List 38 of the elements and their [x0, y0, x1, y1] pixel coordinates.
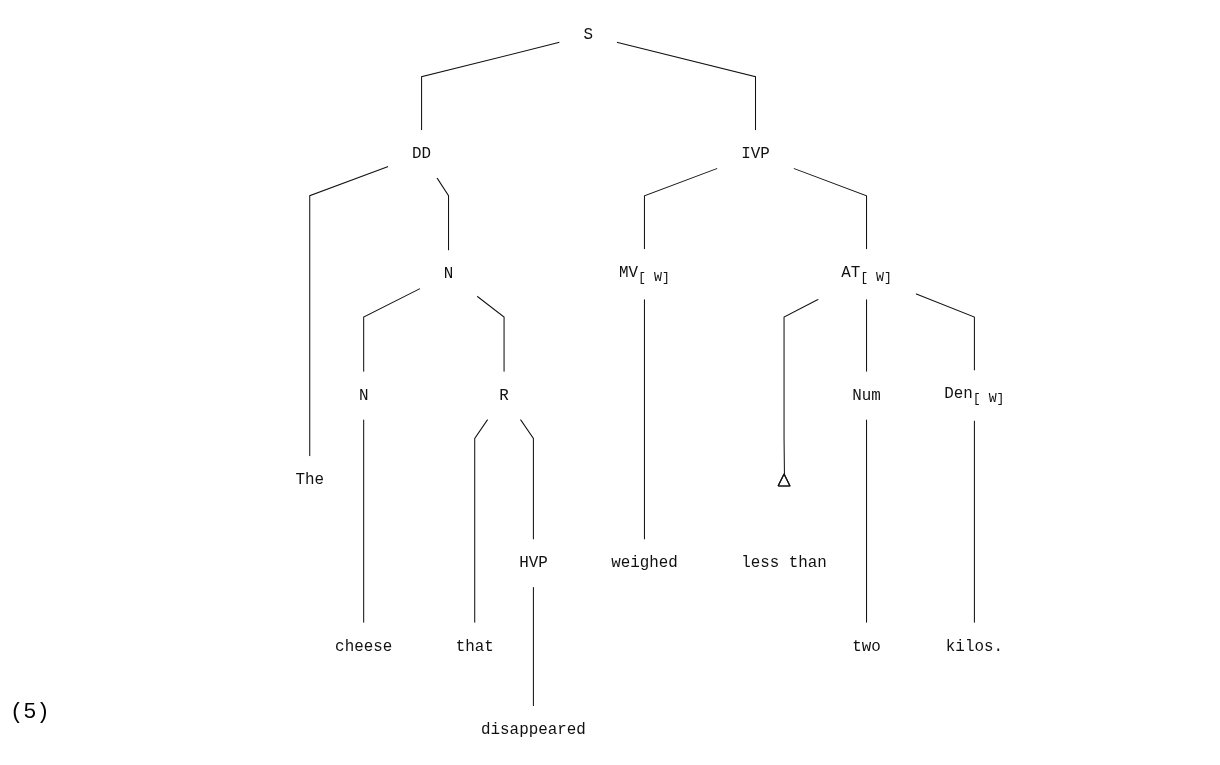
example-number: (5) — [10, 700, 50, 725]
node-text: DD — [412, 144, 432, 163]
node-text: that — [455, 637, 494, 656]
node-text: The — [295, 470, 325, 489]
connector — [532, 586, 534, 707]
connector — [363, 288, 421, 373]
connector — [436, 177, 450, 251]
node-text: Den$_{[ W]}$ — [944, 384, 1005, 407]
node-text: weighed — [611, 553, 678, 573]
node-text: disappeared — [481, 720, 586, 739]
connector — [793, 167, 868, 250]
connector — [866, 418, 868, 624]
node-text: S — [583, 25, 593, 44]
node-text: N — [358, 386, 369, 405]
connector — [915, 293, 975, 372]
connector — [421, 41, 561, 131]
connector — [363, 418, 365, 624]
connector — [783, 298, 819, 475]
node-text: HVP — [519, 553, 548, 573]
node-text: R — [499, 386, 509, 405]
connector — [643, 167, 718, 250]
node-text: cheese — [335, 637, 393, 656]
connector — [309, 166, 389, 457]
connector — [643, 298, 645, 541]
connector — [476, 295, 505, 373]
node-text: AT$_{[ W]}$ — [841, 263, 892, 285]
node-text: MV$_{[ W]}$ — [619, 263, 670, 285]
node-text: N — [443, 264, 454, 283]
node-text: IVP — [741, 144, 770, 163]
node-text: Num — [852, 386, 881, 405]
connector — [474, 418, 489, 624]
node-text: two — [852, 637, 881, 656]
connector — [616, 41, 756, 131]
connector — [519, 418, 534, 541]
connector — [973, 420, 975, 624]
node-text: less than — [741, 553, 827, 573]
connector — [866, 298, 868, 373]
node-text: kilos. — [945, 637, 1003, 656]
